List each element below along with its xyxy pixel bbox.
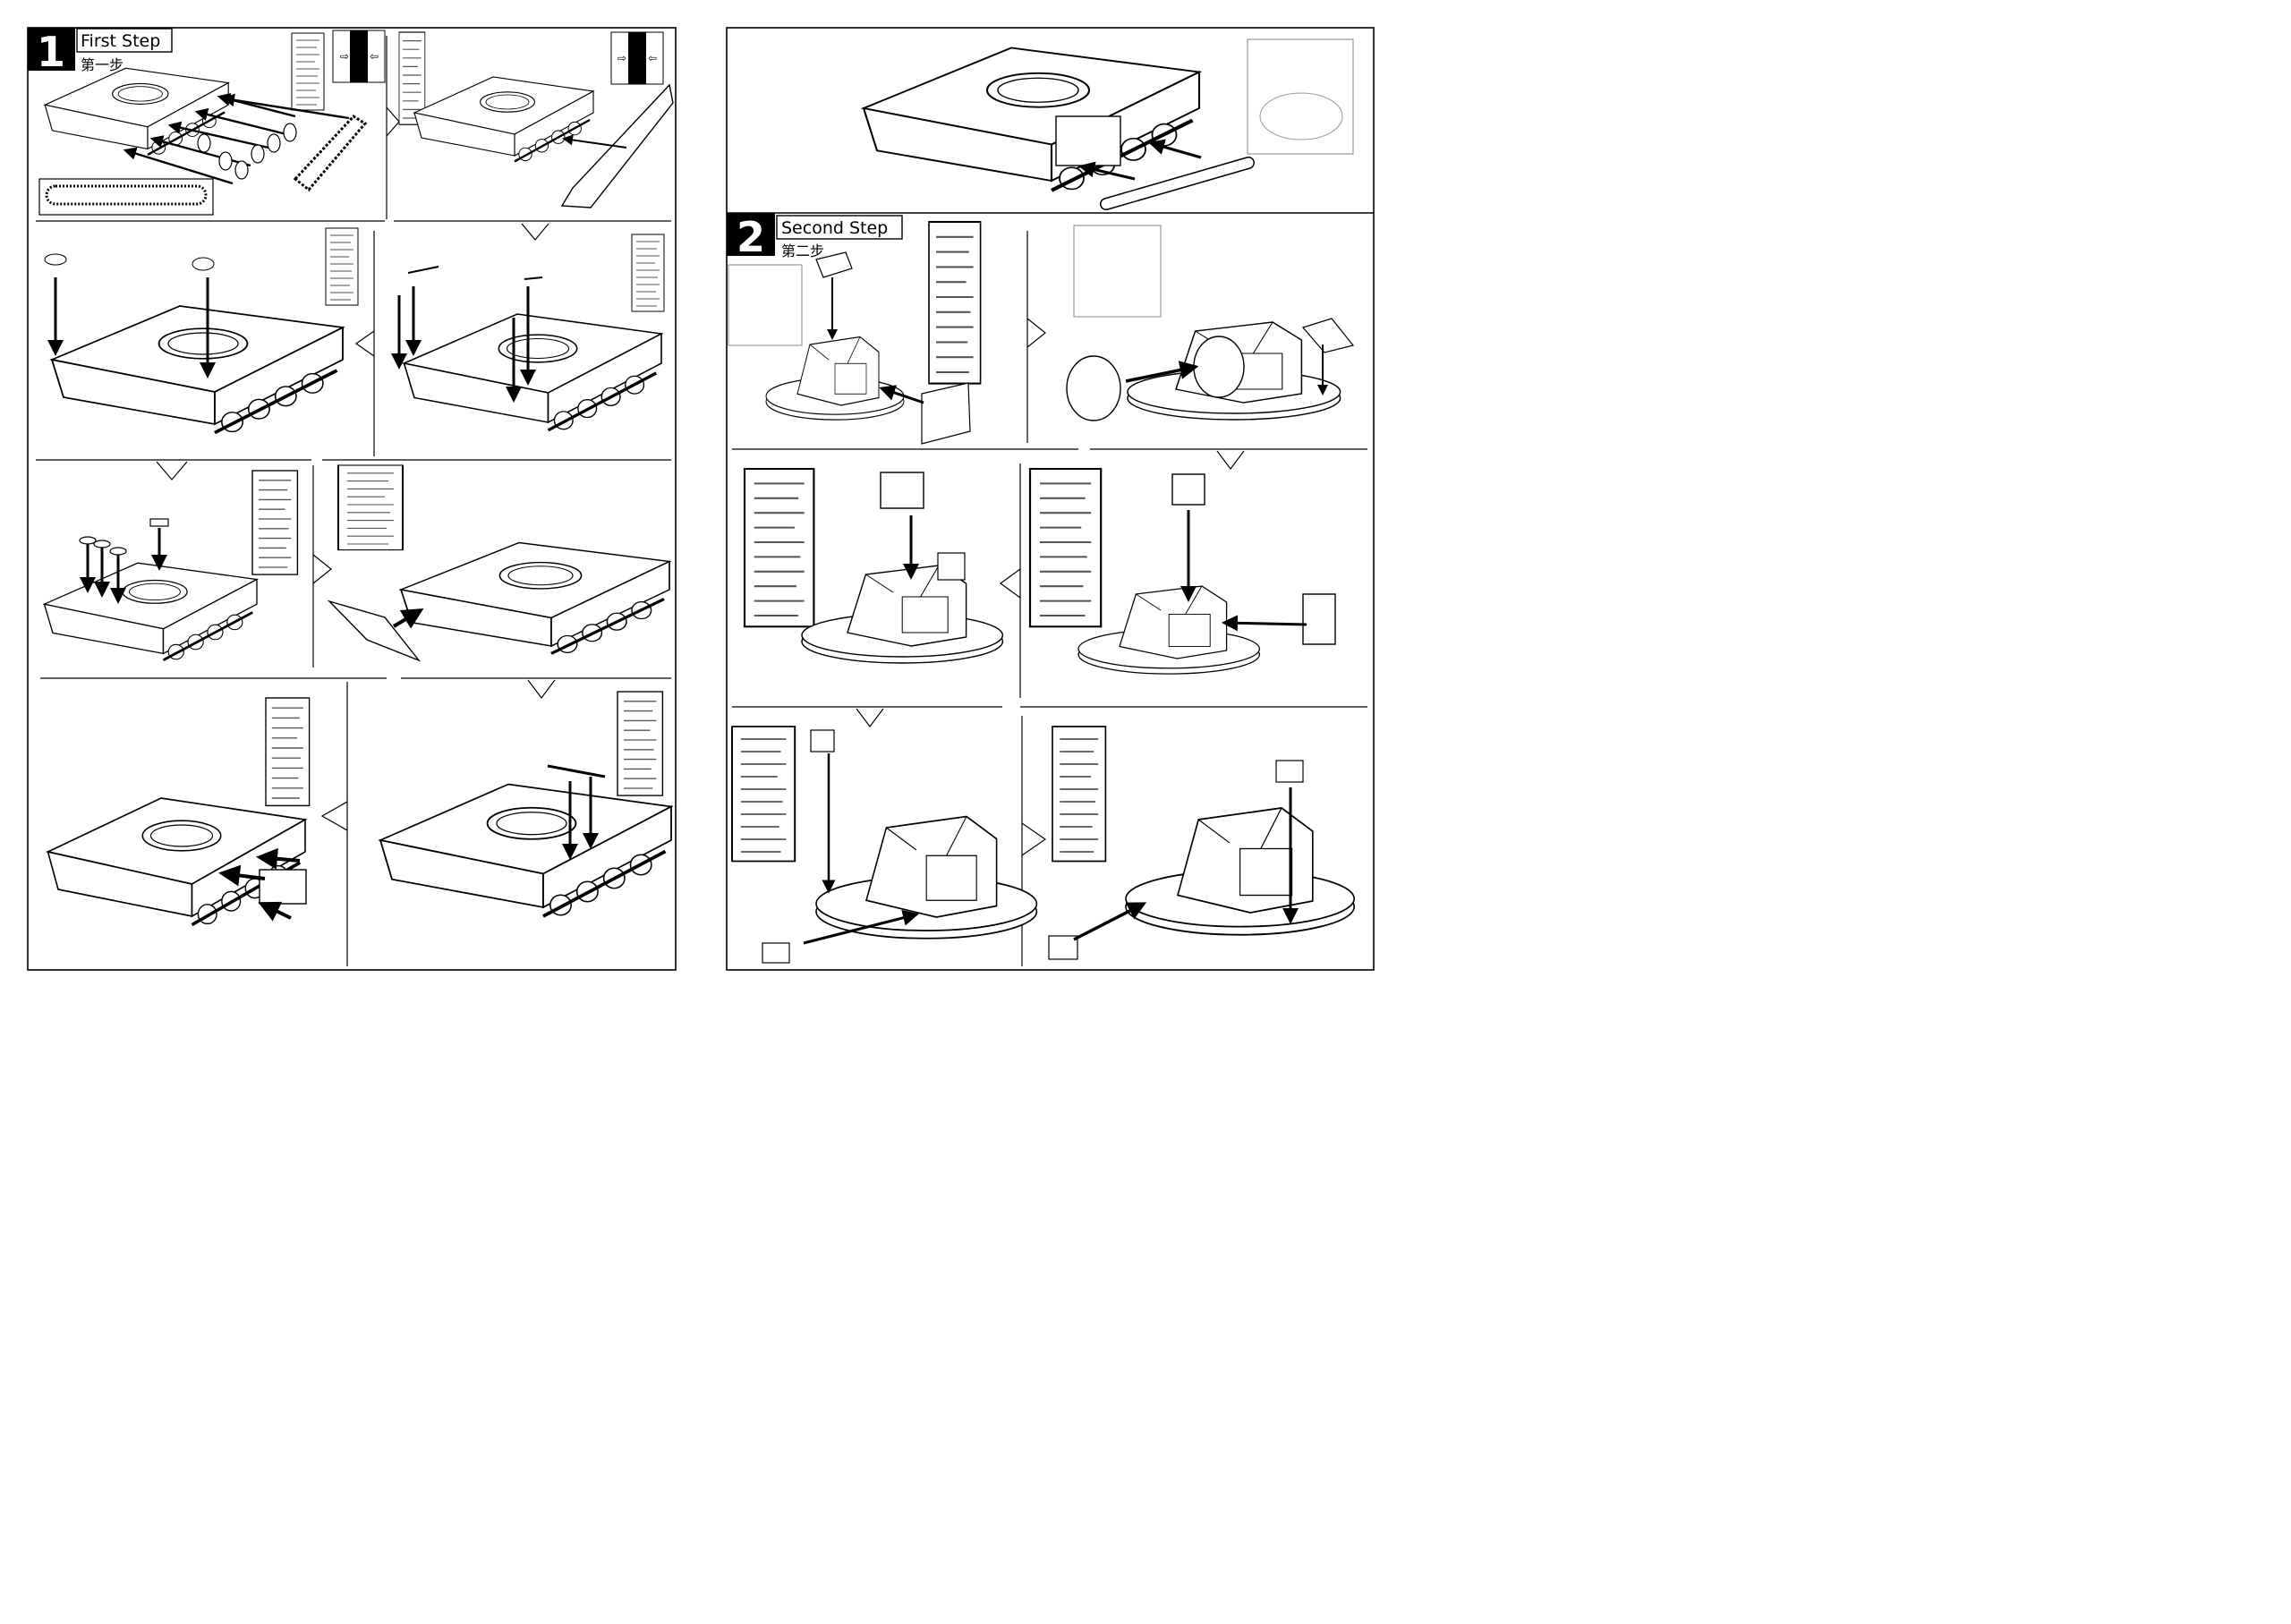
step-2-title: Second Step [781,218,888,238]
svg-text:⇨: ⇨ [340,50,349,63]
left-panel-dividers [36,36,671,966]
manual-spread: 1 First Step 第一步 [27,27,1375,971]
step-2-title-box [776,215,903,240]
parts-sheet-thumbnail [1247,38,1354,155]
step-2-subtitle: 第二步 [781,242,824,259]
svg-text:⇨: ⇨ [617,52,626,64]
step-2-number: 2 [737,213,765,261]
panel-install-turret-sight-and-panel [728,220,982,445]
panel-install-rear-door-and-box [46,697,311,927]
track-link-icon [293,115,368,192]
panel-install-turret-mantlet [1066,225,1355,421]
panel-install-turret-camera [743,467,1004,664]
wheel-arrows [123,93,350,185]
panel-install-front-hull-fittings [391,234,665,432]
parts-sheet-thumbnail [1073,225,1162,318]
panel-install-front-lights [44,227,359,435]
step-2-number-box [727,213,775,256]
panel-install-road-wheels-and-tracks: ⇨ ⇦ [38,30,426,216]
svg-text:⇦: ⇦ [370,50,379,63]
left-flow-chevrons [156,106,556,831]
direction-flag-icon: ⇨ ⇦ [332,30,386,83]
step-1-title: First Step [81,31,160,51]
panel-install-rear-deck-fittings [379,691,673,918]
left-page: 1 First Step 第一步 [27,27,677,971]
right-page-border [726,27,1375,971]
rear-box-part [259,869,307,905]
panel-install-rear-tow-bar [864,38,1354,210]
panel-install-turret-periscopes [731,726,1038,964]
panel-install-hatch-periscopes [43,470,299,662]
panel-install-turret-hatch-items [1048,726,1356,960]
step-1-title-box [76,28,173,53]
panel-install-side-sensor [1028,467,1336,675]
panel-install-side-armor: ⇨ ⇦ [413,31,674,208]
direction-flag-icon: ⇨ ⇦ [610,31,664,85]
right-page: 2 Second Step 第二步 [726,27,1375,971]
step-1-number: 1 [37,28,65,76]
left-page-border [27,27,677,971]
panel-install-front-plate [327,464,671,662]
parts-sheet-thumbnail [728,264,803,346]
step-1-subtitle: 第一步 [81,56,123,73]
step-1-number-box [28,28,75,71]
road-wheels [197,123,297,180]
svg-text:⇦: ⇦ [648,52,657,64]
right-flow-chevrons [856,318,1245,856]
right-panel-dividers [732,231,1367,966]
front-plate-part [327,599,422,662]
